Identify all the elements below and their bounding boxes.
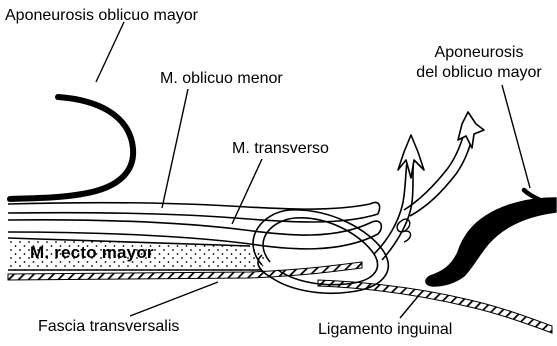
vessel-left: [374, 152, 408, 254]
label-fascia-transversalis: Fascia transversalis: [38, 317, 179, 336]
leader-aponeurosis-left: [96, 22, 124, 82]
label-ligamento-inguinal: Ligamento inguinal: [318, 320, 452, 339]
label-m-recto-mayor: M. recto mayor: [30, 243, 154, 263]
leader-oblicuo-menor: [162, 89, 188, 208]
leader-aponeurosis-right: [502, 85, 530, 188]
label-m-transverso: M. transverso: [232, 139, 329, 158]
label-aponeurosis-right-line2: del oblicuo mayor: [402, 63, 556, 82]
arrow-right: [458, 112, 484, 148]
label-m-oblicuo-menor: M. oblicuo menor: [160, 69, 283, 88]
aponeurosis-right-shape: [426, 198, 556, 286]
oblicuo-menor-layer: [8, 203, 370, 209]
aponeurosis-left-shape: [10, 97, 133, 199]
leader-fascia: [130, 282, 218, 316]
label-aponeurosis-oblicuo-mayor: Aponeurosis oblicuo mayor: [5, 6, 198, 25]
arrow-left: [398, 135, 424, 178]
leader-ligamento: [400, 294, 420, 318]
leader-transverso: [232, 159, 262, 224]
label-aponeurosis-right-line1: Aponeurosis: [402, 43, 556, 62]
